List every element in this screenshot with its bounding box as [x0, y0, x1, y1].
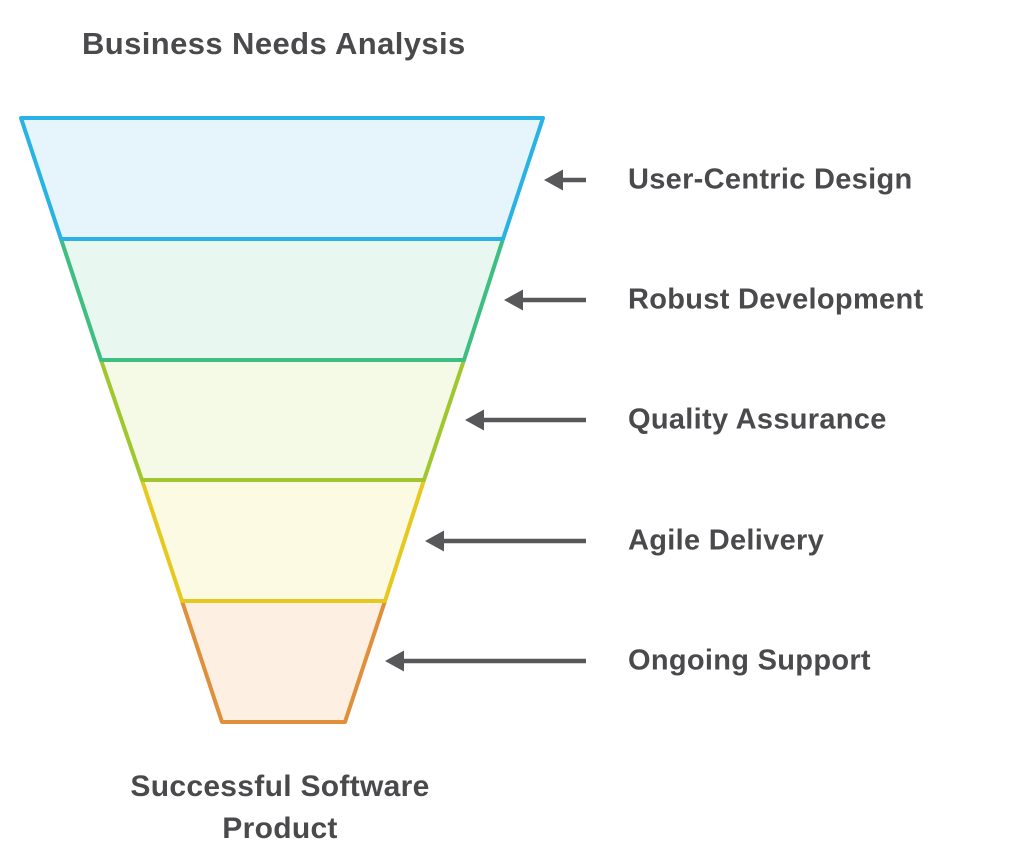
funnel-stage-ongoing-support	[180, 599, 387, 724]
arrow-robust-development	[504, 289, 586, 311]
arrow-head-icon	[425, 530, 444, 552]
arrow-user-centric-design	[544, 169, 586, 191]
arrow-head-icon	[544, 169, 563, 191]
stage-label-robust-development: Robust Development	[628, 283, 924, 316]
stage-label-ongoing-support: Ongoing Support	[628, 644, 871, 677]
arrow-head-icon	[465, 409, 484, 431]
funnel-caption: Successful Software Product	[130, 770, 430, 845]
page-title: Business Needs Analysis	[82, 26, 466, 61]
funnel-stage-user-centric-design	[19, 116, 545, 241]
arrow-ongoing-support	[385, 650, 586, 672]
funnel-stage-agile-delivery	[140, 478, 426, 603]
arrow-quality-assurance	[465, 409, 586, 431]
arrow-agile-delivery	[425, 530, 586, 552]
stage-label-user-centric-design: User-Centric Design	[628, 163, 913, 196]
stage-label-agile-delivery: Agile Delivery	[628, 524, 825, 557]
funnel-stage-quality-assurance	[99, 358, 466, 482]
stage-label-quality-assurance: Quality Assurance	[628, 403, 887, 436]
funnel-stage-robust-development	[59, 237, 505, 362]
arrow-head-icon	[385, 650, 404, 672]
arrow-head-icon	[504, 289, 523, 311]
